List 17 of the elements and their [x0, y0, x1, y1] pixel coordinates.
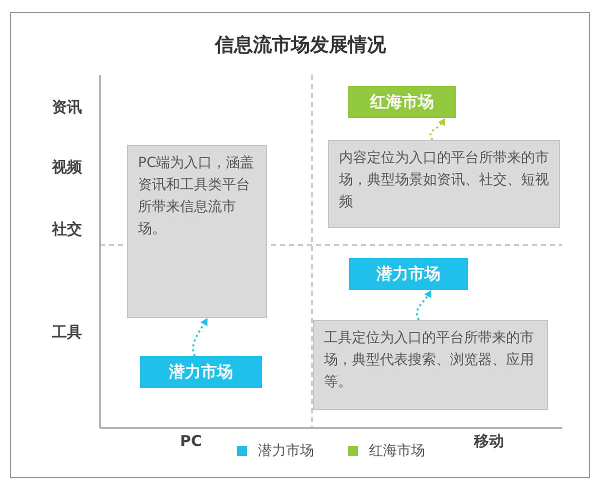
- arrow: [192, 318, 208, 356]
- axis-label: 工具: [52, 323, 82, 342]
- tag-box: 红海市场: [348, 86, 456, 118]
- axis-label: 资讯: [52, 98, 82, 117]
- text-box: 内容定位为入口的平台所带来的市场，典型场景如资讯、社交、短视频: [328, 140, 560, 228]
- text-box: 工具定位为入口的平台所带来的市场，典型代表搜索、浏览器、应用等。: [313, 320, 548, 410]
- tag-box: 潜力市场: [140, 356, 262, 388]
- axis-label: 移动: [474, 432, 504, 451]
- axis-label: 社交: [52, 220, 82, 239]
- text-box: PC端为入口，涵盖资讯和工具类平台所带来信息流市场。: [127, 145, 267, 318]
- legend-label: 红海市场: [369, 442, 425, 460]
- legend-label: 潜力市场: [258, 442, 314, 460]
- axis-label: 视频: [52, 158, 82, 177]
- arrow: [416, 290, 432, 320]
- tag-box: 潜力市场: [349, 258, 468, 290]
- axis-label: PC: [180, 432, 202, 450]
- chart-title: 信息流市场发展情况: [214, 33, 387, 58]
